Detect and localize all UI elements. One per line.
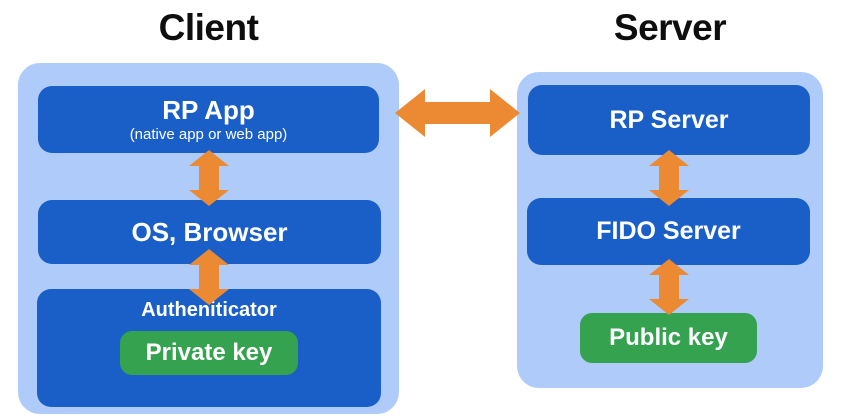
- fidoserver-publickey-arrow-icon: [649, 259, 689, 315]
- client-server-arrow-icon: [395, 89, 520, 137]
- rp-server-box: RP Server: [528, 85, 810, 155]
- rp-server-label: RP Server: [609, 105, 729, 134]
- authenticator-label: Autheniticator: [141, 299, 277, 321]
- rp-app-label: RP App: [162, 95, 255, 126]
- rp-app-box: RP App (native app or web app): [38, 86, 379, 153]
- rpapp-osbrowser-arrow-icon: [189, 150, 229, 206]
- fido-server-box: FIDO Server: [527, 198, 810, 265]
- rp-app-sublabel: (native app or web app): [129, 125, 288, 143]
- client-title: Client: [158, 7, 259, 48]
- server-title: Server: [613, 7, 727, 48]
- authenticator-box: Autheniticator Private key: [37, 289, 381, 407]
- rpserver-fidoserver-arrow-icon: [649, 150, 689, 206]
- public-key-label: Public key: [609, 324, 728, 351]
- os-browser-label: OS, Browser: [131, 216, 288, 247]
- private-key-label: Private key: [145, 339, 273, 366]
- public-key-box: Public key: [580, 313, 757, 363]
- osbrowser-authenticator-arrow-icon: [189, 249, 229, 305]
- client-container: RP App (native app or web app) OS, Brows…: [18, 63, 399, 414]
- server-container: RP Server FIDO Server Public key: [517, 72, 823, 388]
- fido-server-label: FIDO Server: [596, 217, 741, 245]
- private-key-box: Private key: [120, 331, 298, 375]
